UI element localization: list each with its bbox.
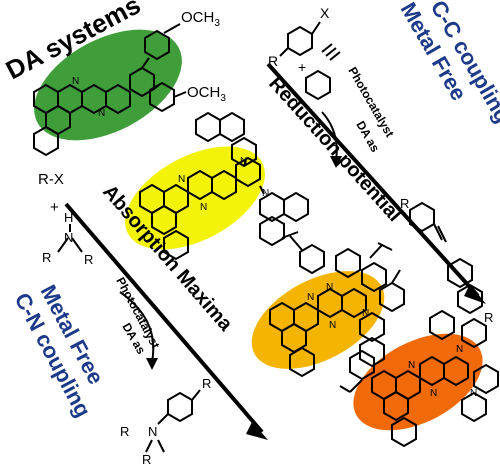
molecule-diphenylamine-da <box>371 309 499 448</box>
och3-top-label: OCH3 <box>181 9 220 29</box>
cc-product-r2-label: R <box>484 310 493 325</box>
rx-label: R-X <box>38 171 64 188</box>
molecule-n-label-1: N <box>72 76 79 87</box>
plus-right-label: + <box>298 59 306 75</box>
amine-n-label: N <box>64 230 73 245</box>
molecule-n-label-3: N <box>178 174 185 185</box>
molecule-tbutyl-da <box>269 231 405 393</box>
molecule-n-label-8: N <box>329 320 336 331</box>
molecule-carbazole-da <box>139 111 309 261</box>
molecule-n-label-14: N <box>470 388 477 399</box>
amine-r2-label: R <box>84 252 93 267</box>
molecule-n-label-7: N <box>307 292 314 303</box>
molecule-n-label-12: N <box>430 388 437 399</box>
dark-orange-highlight <box>353 333 483 431</box>
molecule-n-label-5: N <box>240 156 247 167</box>
molecule-n-label-13: N <box>456 344 463 355</box>
amine-reagent <box>57 224 83 253</box>
molecule-n-label-2: N <box>98 108 105 119</box>
cn-product <box>145 389 201 453</box>
bottom-curved-arrowhead <box>146 358 158 370</box>
plus-left-label: + <box>50 199 59 216</box>
molecule-n-label-6: N <box>262 188 269 199</box>
aryl-halide-reagent <box>279 21 321 57</box>
cc-product-r1-label: R <box>400 196 409 211</box>
top-curved-arrowhead <box>330 156 342 168</box>
reduction-potential-arrow <box>266 62 486 304</box>
cn-product-r-label: R <box>202 376 211 391</box>
bottom-curved-arrow <box>119 291 155 363</box>
alkyne-reagent <box>305 43 341 101</box>
cn-product-r1-label: R <box>120 424 129 439</box>
och3-mid-label: OCH3 <box>187 84 226 104</box>
cn-product-n-label: N <box>148 424 157 439</box>
absorption-maxima-arrow <box>64 202 268 440</box>
molecule-da-system <box>33 23 187 157</box>
amine-h-label: H <box>64 210 73 225</box>
molecule-n-label-11: N <box>408 360 415 371</box>
molecule-n-label-10: N <box>362 308 369 319</box>
aryl-x-label: X <box>320 5 330 21</box>
reduction-potential-label: Reduction potential <box>264 73 405 226</box>
molecule-n-label-4: N <box>200 202 207 213</box>
aryl-r-label: R <box>268 53 278 69</box>
molecule-n-label-9: N <box>326 282 333 293</box>
top-curved-arrow <box>321 111 338 161</box>
yellow-highlight <box>125 146 265 250</box>
cn-product-r2-label: R <box>142 452 151 467</box>
amine-r1-label: R <box>42 250 51 265</box>
cc-product <box>409 201 483 315</box>
